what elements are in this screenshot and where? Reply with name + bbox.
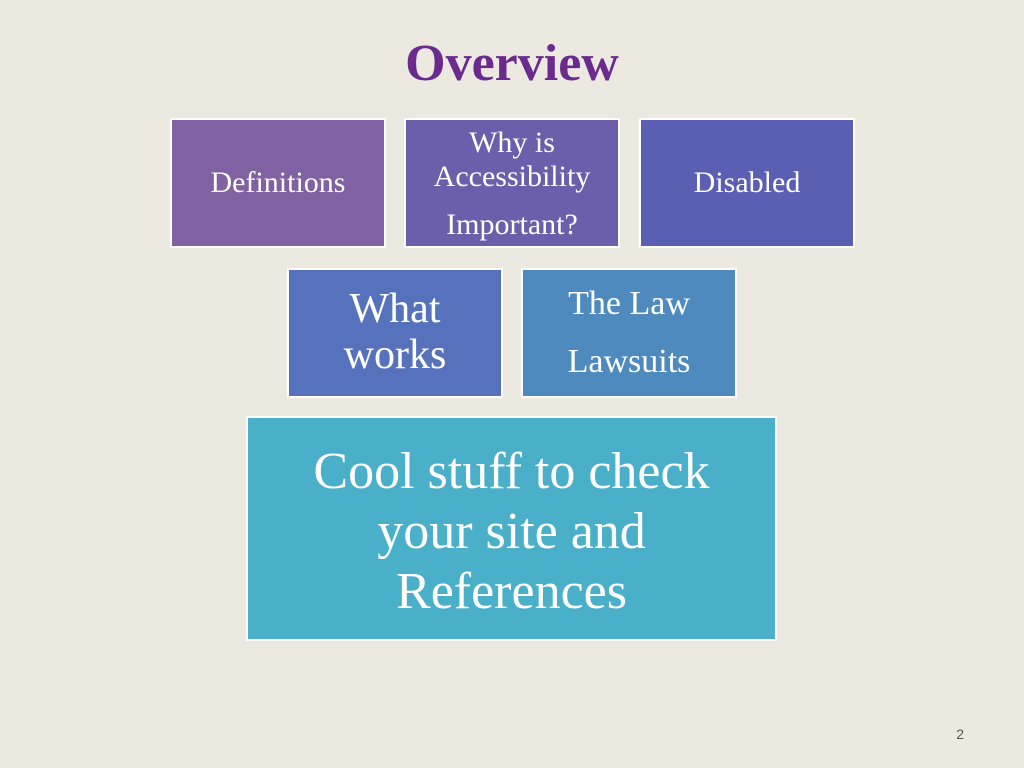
topic-box-label: Definitions (210, 166, 346, 199)
topic-box-law: The Law Lawsuits (521, 268, 737, 398)
topic-box-label: Why is (469, 126, 555, 159)
topic-box-definitions: Definitions (170, 118, 386, 248)
topic-box-label: References (396, 563, 627, 620)
topic-box-label: Disabled (693, 166, 801, 199)
page-number: 2 (956, 726, 964, 742)
slide-title: Overview (405, 35, 619, 92)
topic-box-why-accessibility: Why is Accessibility Important? (404, 118, 620, 248)
topic-box-label: your site and (377, 503, 646, 560)
topic-box-label: Cool stuff to check (313, 443, 710, 500)
topic-box-cool-stuff: Cool stuff to check your site and Refere… (246, 416, 777, 641)
topic-box-label: Important? (446, 208, 578, 241)
topic-box-disabled: Disabled (639, 118, 855, 248)
topic-box-label: The Law (568, 285, 690, 322)
topic-box-label: Lawsuits (567, 343, 691, 380)
topic-box-label: What (349, 286, 441, 332)
topic-box-what-works: What works (287, 268, 503, 398)
topic-box-label: works (343, 332, 447, 378)
topic-box-label: Accessibility (433, 160, 591, 193)
